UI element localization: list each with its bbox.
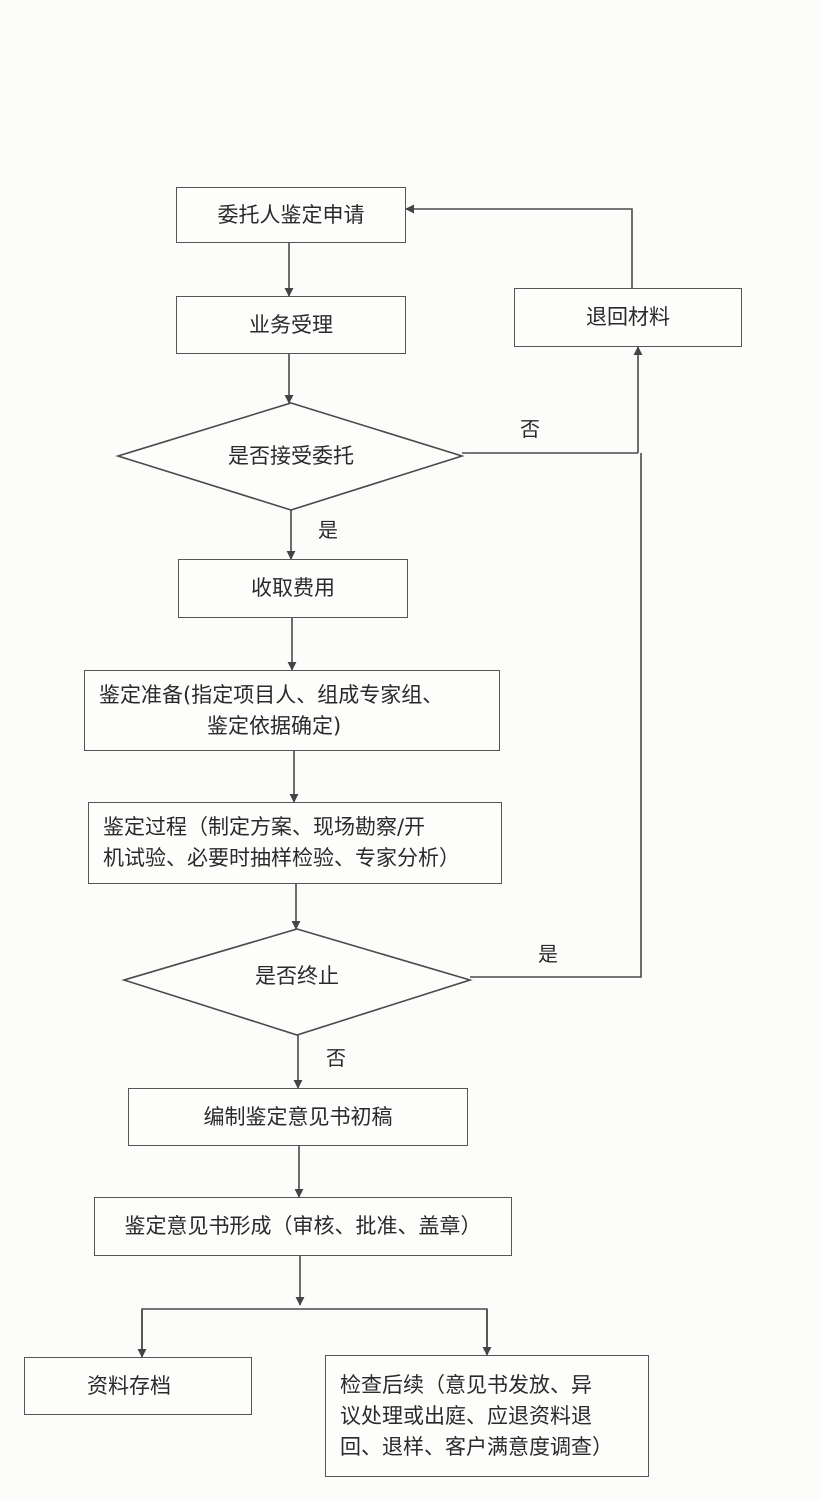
decision-stop-diamond xyxy=(121,928,473,1036)
node-fee: 收取费用 xyxy=(178,559,408,618)
node-prepare: 鉴定准备(指定项目人、组成专家组、 鉴定依据确定) xyxy=(84,670,500,751)
node-followup-line-3: 回、退样、客户满意度调查） xyxy=(340,1434,613,1459)
edge-label-stop-yes: 是 xyxy=(538,942,558,966)
node-followup-line-2: 议处理或出庭、应退资料退 xyxy=(340,1403,592,1428)
decision-accept-label: 是否接受委托 xyxy=(176,441,406,471)
node-archive-text: 资料存档 xyxy=(87,1373,171,1398)
connector-stop-yes xyxy=(470,453,642,978)
node-archive: 资料存档 xyxy=(24,1357,252,1415)
node-accept-text: 业务受理 xyxy=(249,312,333,337)
node-fee-text: 收取费用 xyxy=(251,576,335,600)
arrow-return-to-apply xyxy=(405,204,633,288)
edge-label-stop-no: 否 xyxy=(326,1046,346,1070)
node-return: 退回材料 xyxy=(514,288,742,347)
node-draft-text: 编制鉴定意见书初稿 xyxy=(203,1104,393,1129)
node-prepare-line-1: 鉴定准备(指定项目人、组成专家组、 xyxy=(99,682,444,707)
node-draft: 编制鉴定意见书初稿 xyxy=(128,1088,468,1146)
decision-stop-text: 是否终止 xyxy=(255,964,339,988)
edge-label-accept-yes: 是 xyxy=(318,518,338,542)
node-return-text: 退回材料 xyxy=(586,305,670,329)
node-accept: 业务受理 xyxy=(176,296,406,354)
decision-accept-diamond xyxy=(115,402,465,511)
connector-split xyxy=(141,1308,488,1356)
node-prepare-line-2: 鉴定依据确定) xyxy=(207,713,342,738)
node-apply-text: 委托人鉴定申请 xyxy=(217,202,365,227)
node-process-line-2: 机试验、必要时抽样检验、专家分析） xyxy=(103,846,460,870)
node-followup: 检查后续（意见书发放、异 议处理或出庭、应退资料退 回、退样、客户满意度调查） xyxy=(325,1355,649,1477)
decision-stop-label: 是否终止 xyxy=(190,961,404,991)
node-followup-line-1: 检查后续（意见书发放、异 xyxy=(340,1372,592,1397)
node-process-line-1: 鉴定过程（制定方案、现场勘察/开 xyxy=(103,815,426,839)
node-process: 鉴定过程（制定方案、现场勘察/开 机试验、必要时抽样检验、专家分析） xyxy=(88,802,502,884)
node-form: 鉴定意见书形成（审核、批准、盖章） xyxy=(94,1197,512,1256)
decision-accept-text: 是否接受委托 xyxy=(228,444,354,468)
node-apply: 委托人鉴定申请 xyxy=(176,187,406,243)
edge-label-accept-no: 否 xyxy=(520,417,540,441)
node-form-text: 鉴定意见书形成（审核、批准、盖章） xyxy=(124,1214,482,1238)
